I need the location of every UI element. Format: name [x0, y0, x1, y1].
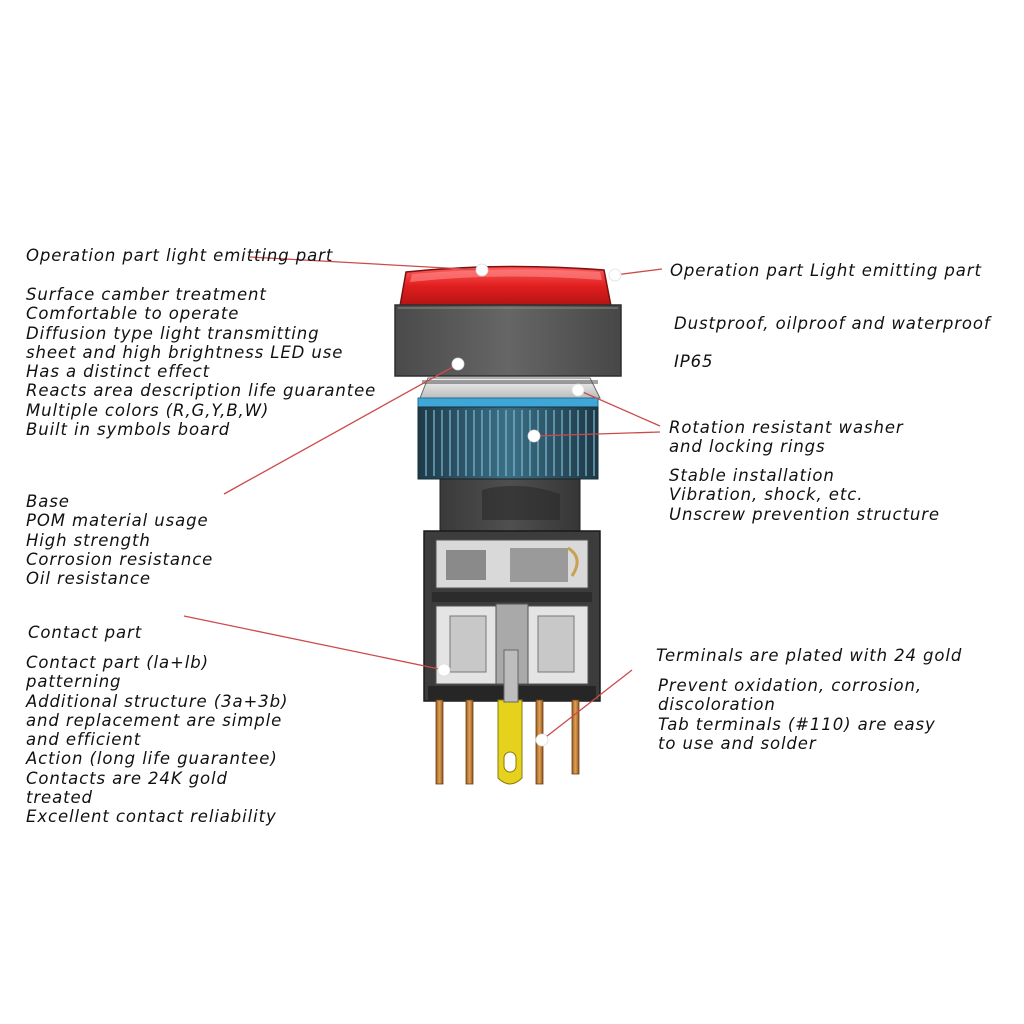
label-right-stable-block: Stable installation Vibration, shock, et…	[669, 466, 940, 524]
leader-line	[223, 363, 459, 495]
label-line: and locking rings	[669, 437, 826, 457]
label-line: Unscrew prevention structure	[669, 504, 940, 524]
callout-dot	[571, 383, 585, 397]
label-left-contact-block: Contact part (la+lb) patterning Addition…	[26, 653, 288, 827]
label-line: Contact part (la+lb)	[26, 653, 209, 672]
label-dustproof: Dustproof, oilproof and waterproof	[674, 314, 991, 333]
callout-dots	[437, 263, 622, 747]
locking-nut	[417, 406, 599, 480]
label-ip-rating: IP65	[674, 352, 714, 371]
label-line: Oil resistance	[26, 569, 151, 589]
label-line: Contacts are 24K gold	[26, 768, 228, 788]
label-line: treated	[26, 788, 93, 808]
leader-line	[541, 669, 633, 741]
leader-line	[614, 268, 663, 276]
callout-dot	[451, 357, 465, 371]
label-line: Reacts area description life guarantee	[26, 381, 377, 401]
label-line: Tab terminals (#110) are easy	[658, 714, 936, 734]
label-line: Action (long life guarantee)	[26, 749, 278, 769]
label-line: Comfortable to operate	[26, 304, 240, 324]
label-line: High strength	[26, 530, 151, 550]
label-terminal-heading: Terminals are plated with 24 gold	[656, 646, 963, 665]
leader-line	[249, 256, 483, 271]
label-line: Vibration, shock, etc.	[669, 485, 864, 505]
callout-dot	[475, 263, 489, 277]
callout-dot	[535, 733, 549, 747]
label-left-base-block: Base POM material usage High strength Co…	[26, 492, 213, 588]
leader-line	[183, 615, 445, 671]
label-line: Corrosion resistance	[26, 549, 214, 569]
label-line: Rotation resistant washer	[669, 418, 904, 437]
leader-line	[577, 389, 661, 427]
label-line: Multiple colors (R,G,Y,B,W)	[26, 400, 270, 420]
callout-dot	[608, 268, 622, 282]
callout-dot	[437, 663, 451, 677]
gray-bezel	[394, 304, 622, 377]
label-top-left-heading: Operation part light emitting part	[26, 246, 334, 265]
label-right-terminal-block: Prevent oxidation, corrosion, discolorat…	[658, 676, 936, 753]
label-line: Excellent contact reliability	[26, 807, 277, 827]
label-line: Diffusion type light transmitting	[26, 323, 320, 343]
label-contact-heading: Contact part	[28, 623, 143, 642]
leader-line	[533, 431, 661, 437]
label-line: POM material usage	[26, 511, 209, 531]
label-line: Additional structure (3a+3b)	[26, 691, 289, 711]
label-top-right-heading: Operation part Light emitting part	[670, 261, 982, 280]
label-line: and replacement are simple	[26, 710, 283, 730]
leader-lines	[183, 256, 663, 741]
label-line: Surface camber treatment	[26, 285, 267, 304]
blue-ring	[417, 397, 599, 408]
label-left-upper-block: Surface camber treatment Comfortable to …	[26, 285, 376, 439]
label-line: Base	[26, 492, 70, 511]
label-line: Prevent oxidation, corrosion,	[658, 676, 923, 695]
label-line: and efficient	[26, 730, 142, 750]
callout-dot	[527, 429, 541, 443]
label-line: sheet and high brightness LED use	[26, 342, 344, 362]
label-line: to use and solder	[658, 733, 817, 753]
label-line: patterning	[26, 672, 122, 692]
label-line: discoloration	[658, 695, 776, 715]
label-right-washer-block: Rotation resistant washer and locking ri…	[669, 418, 904, 457]
label-line: Stable installation	[669, 466, 835, 485]
label-line: Has a distinct effect	[26, 362, 211, 382]
label-line: Built in symbols board	[26, 420, 231, 440]
red-cap-highlight	[410, 269, 602, 282]
